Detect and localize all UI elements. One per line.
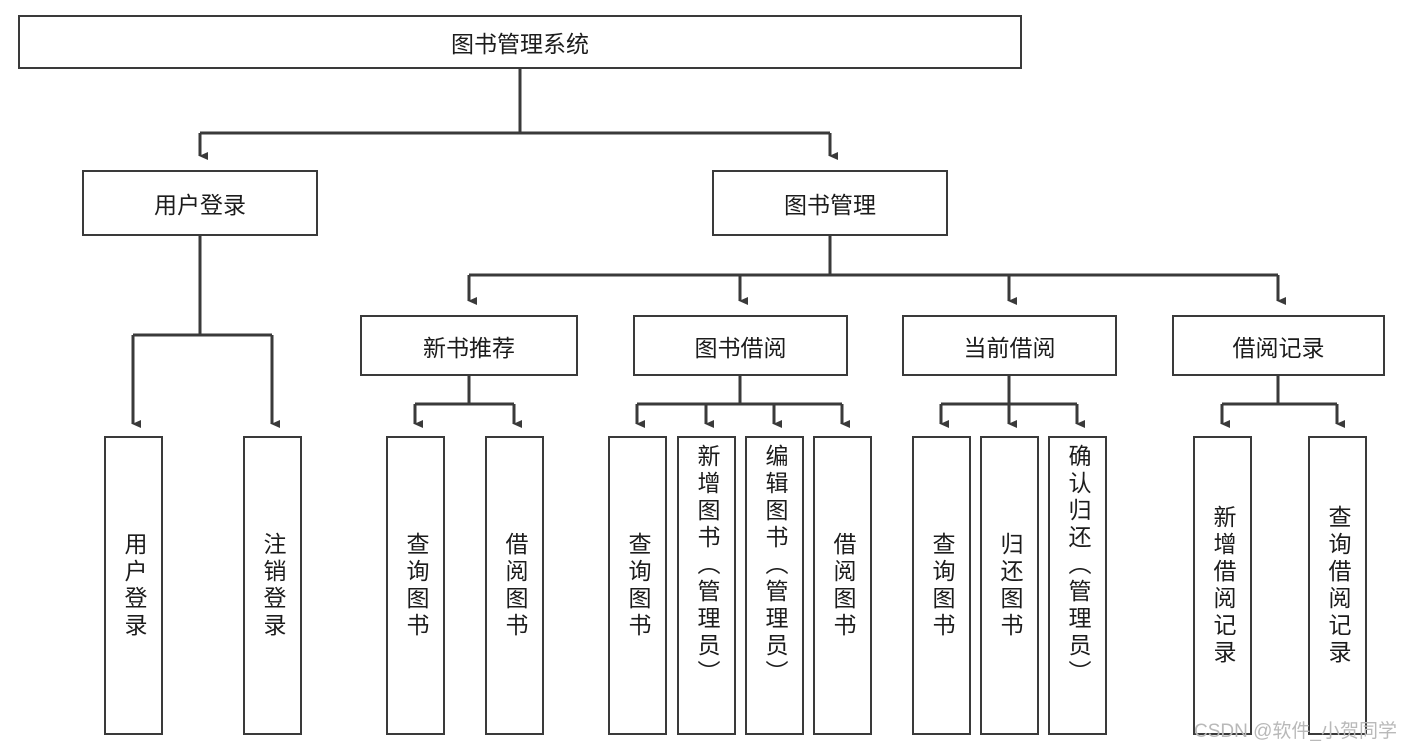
node-root-system[interactable]: 图书管理系统: [18, 15, 1022, 69]
node-new-book-recommend[interactable]: 新书推荐: [360, 315, 578, 376]
leaf-label: 查询借阅记录: [1325, 504, 1351, 667]
leaf-add-book-admin[interactable]: 新增图书（管理员）: [677, 436, 736, 735]
node-label: 用户登录: [154, 192, 246, 218]
leaf-borrow-book-recommend[interactable]: 借阅图书: [485, 436, 544, 735]
node-label: 当前借阅: [963, 334, 1056, 361]
leaf-query-book-borrow[interactable]: 查询图书: [608, 436, 667, 735]
node-label: 新书推荐: [423, 334, 515, 361]
leaf-label: 新增图书（管理员）: [694, 444, 720, 687]
leaf-label: 借阅图书: [502, 531, 528, 640]
leaf-confirm-return-admin[interactable]: 确认归还（管理员）: [1048, 436, 1107, 735]
node-label: 图书管理: [784, 192, 876, 218]
leaf-query-borrow-record[interactable]: 查询借阅记录: [1308, 436, 1367, 735]
leaf-query-book-recommend[interactable]: 查询图书: [386, 436, 445, 735]
leaf-label: 确认归还（管理员）: [1065, 444, 1091, 687]
leaf-borrow-book[interactable]: 借阅图书: [813, 436, 872, 735]
leaf-return-book[interactable]: 归还图书: [980, 436, 1039, 735]
node-book-borrow[interactable]: 图书借阅: [633, 315, 848, 376]
node-label: 图书管理系统: [451, 31, 589, 57]
leaf-user-logout[interactable]: 注销登录: [243, 436, 302, 735]
node-label: 借阅记录: [1232, 334, 1325, 361]
leaf-label: 编辑图书（管理员）: [762, 444, 788, 687]
node-label: 图书借阅: [694, 334, 787, 361]
leaf-label: 归还图书: [997, 531, 1023, 640]
leaf-user-login[interactable]: 用户登录: [104, 436, 163, 735]
watermark: CSDN @软件_小贺同学: [1194, 721, 1397, 742]
node-book-management[interactable]: 图书管理: [712, 170, 948, 236]
leaf-label: 查询图书: [403, 531, 429, 640]
leaf-label: 查询图书: [929, 531, 955, 640]
leaf-add-borrow-record[interactable]: 新增借阅记录: [1193, 436, 1252, 735]
leaf-label: 用户登录: [121, 531, 147, 640]
leaf-query-book-current[interactable]: 查询图书: [912, 436, 971, 735]
leaf-label: 注销登录: [260, 531, 286, 640]
leaf-label: 查询图书: [625, 531, 651, 640]
node-current-borrow[interactable]: 当前借阅: [902, 315, 1117, 376]
node-borrow-records[interactable]: 借阅记录: [1172, 315, 1385, 376]
leaf-label: 借阅图书: [830, 531, 856, 640]
leaf-label: 新增借阅记录: [1210, 504, 1236, 667]
node-user-login[interactable]: 用户登录: [82, 170, 318, 236]
leaf-edit-book-admin[interactable]: 编辑图书（管理员）: [745, 436, 804, 735]
